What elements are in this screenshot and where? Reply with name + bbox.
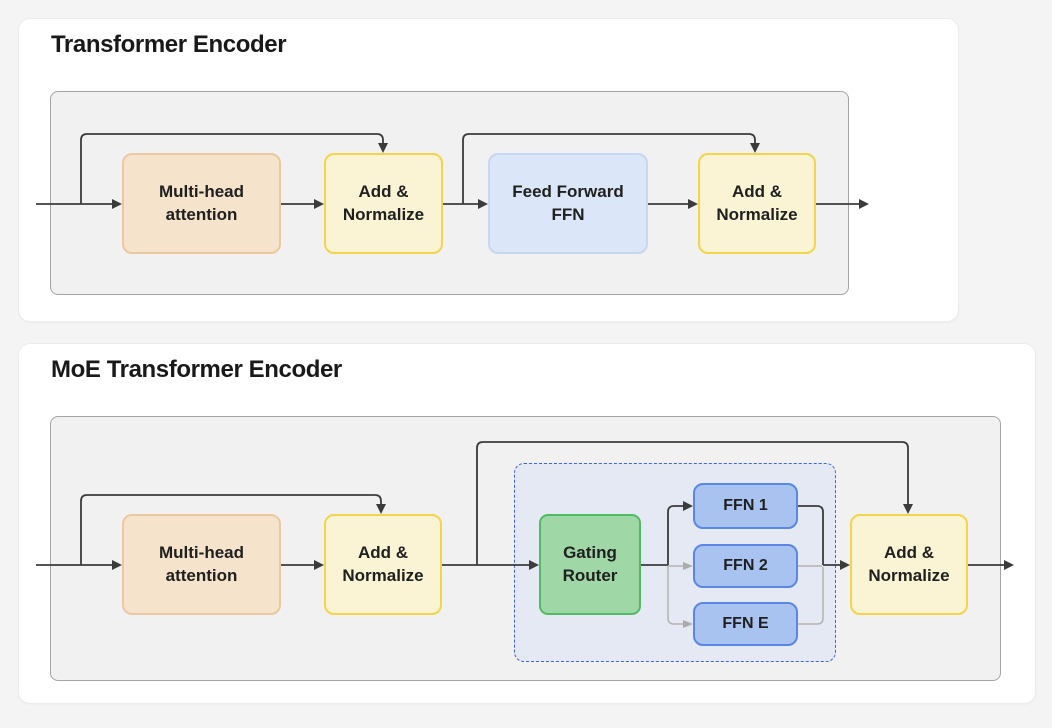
node-label: Add & Normalize xyxy=(868,543,950,585)
node-add-normalize-2: Add & Normalize xyxy=(698,153,816,254)
node-ffn-1: FFN 1 xyxy=(693,483,798,529)
node-ffn-e: FFN E xyxy=(693,602,798,646)
node-add-normalize-1: Add & Normalize xyxy=(324,514,442,615)
node-multi-head-attention: Multi-head attention xyxy=(122,514,281,615)
transformer-encoder-card: Transformer Encoder xyxy=(18,18,959,322)
node-label: Add & Normalize xyxy=(716,182,798,224)
node-gating-router: Gating Router xyxy=(539,514,641,615)
node-ffn-2: FFN 2 xyxy=(693,544,798,588)
node-label: Add & Normalize xyxy=(342,182,425,224)
node-label: Gating Router xyxy=(562,543,618,585)
node-add-normalize-2: Add & Normalize xyxy=(850,514,968,615)
node-label: FFN E xyxy=(722,614,769,632)
node-label: FFN 1 xyxy=(723,496,768,514)
node-label: Feed Forward FFN xyxy=(512,182,624,224)
node-label: Add & Normalize xyxy=(342,543,424,585)
node-label: Multi-head attention xyxy=(159,543,244,585)
transformer-encoder-title: Transformer Encoder xyxy=(51,31,287,58)
node-feed-forward-ffn: Feed Forward FFN xyxy=(488,153,648,254)
node-label: FFN 2 xyxy=(723,556,768,574)
node-label: Multi-head attention xyxy=(159,182,244,224)
moe-transformer-encoder-card: MoE Transformer Encoder xyxy=(18,343,1036,704)
moe-transformer-encoder-title: MoE Transformer Encoder xyxy=(51,356,342,383)
node-add-normalize-1: Add & Normalize xyxy=(324,153,443,254)
node-multi-head-attention: Multi-head attention xyxy=(122,153,281,254)
